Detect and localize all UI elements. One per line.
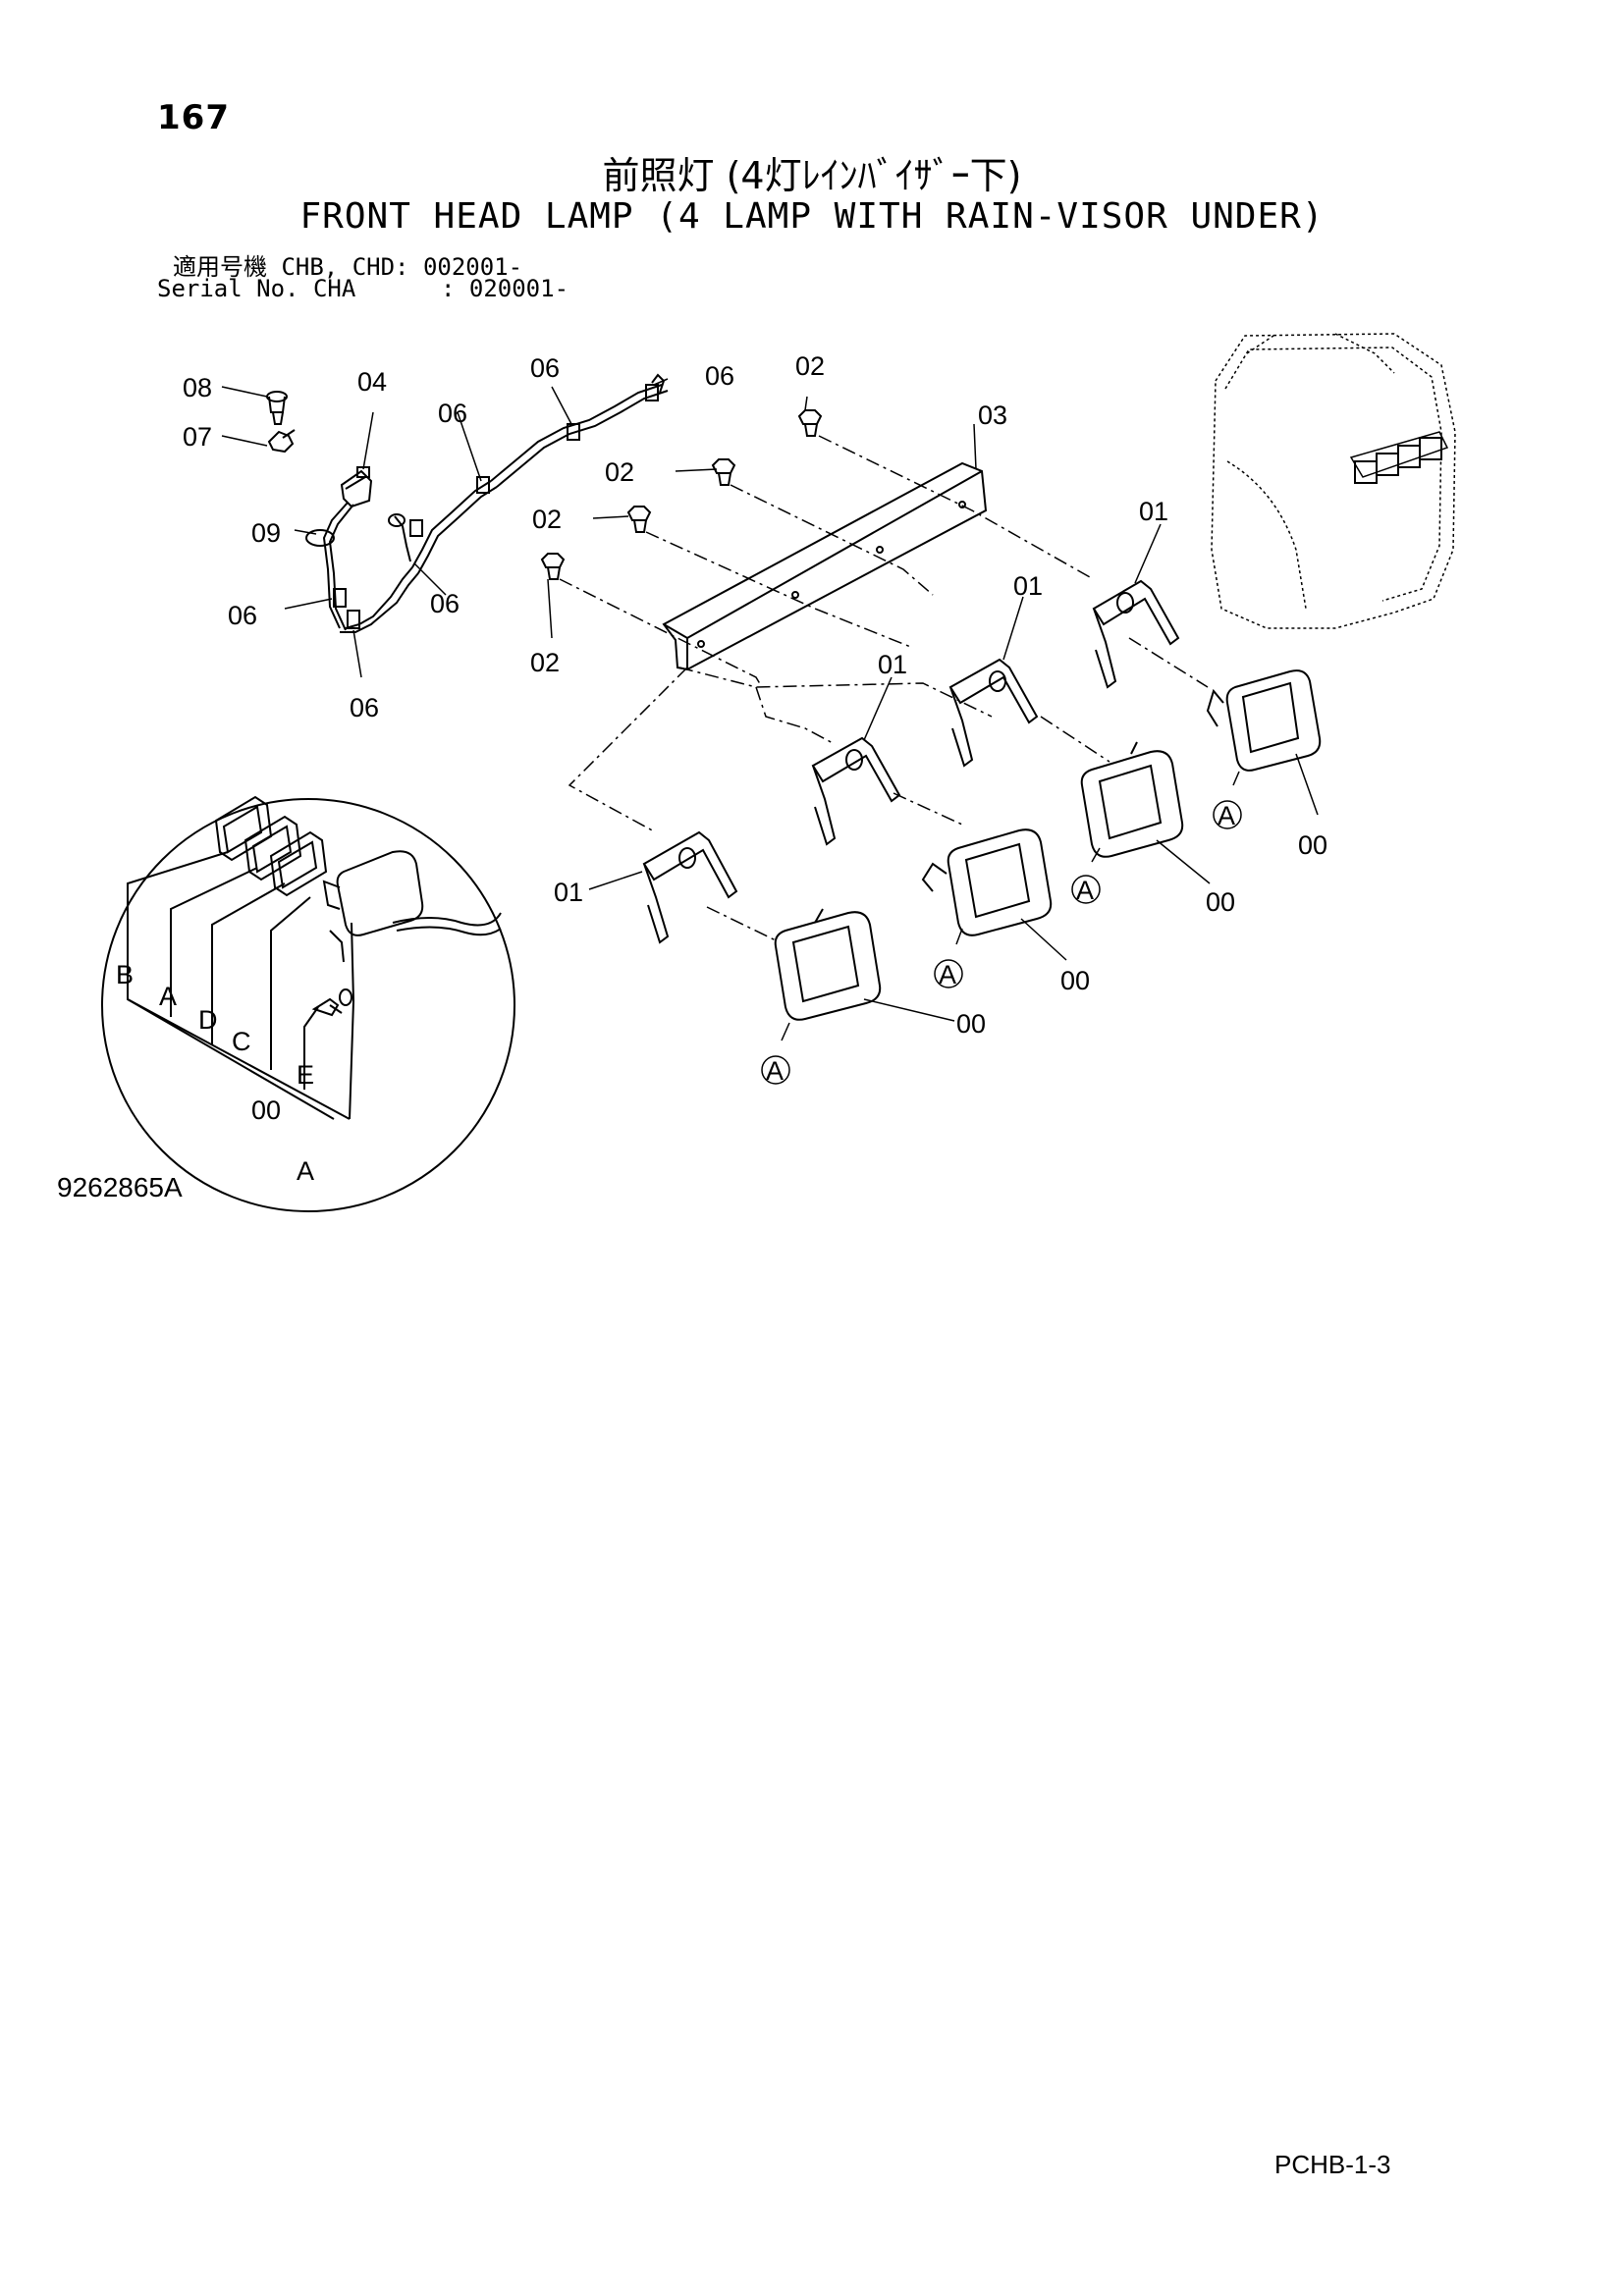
callout-06-mid: 06 — [430, 589, 460, 618]
detail-label-E: E — [297, 1060, 314, 1090]
callout-leaders — [221, 378, 1319, 1022]
serial-applicability-line-2: Serial No. CHA : 020001- — [157, 275, 569, 302]
drawing-number: 9262865A — [57, 1172, 183, 1202]
marker-A-4: A — [766, 1056, 784, 1086]
callout-06-upper-left: 06 — [438, 399, 467, 428]
part-02-bolts — [540, 409, 823, 580]
marker-A-2: A — [1076, 876, 1094, 905]
callout-03: 03 — [978, 400, 1007, 430]
leader-dashed-lines — [559, 435, 1209, 941]
callout-00-mid-right: 00 — [1206, 887, 1235, 917]
callout-09: 09 — [251, 518, 281, 548]
callout-04: 04 — [357, 367, 387, 397]
callout-06-top-right: 06 — [705, 361, 734, 391]
callout-06-top: 06 — [530, 353, 560, 383]
title-english: FRONT HEAD LAMP (4 LAMP WITH RAIN-VISOR … — [299, 196, 1325, 237]
detail-label-C: C — [232, 1027, 251, 1056]
part-03-bracket-plate — [662, 461, 988, 671]
callout-00-mid-left: 00 — [1060, 966, 1090, 995]
title-japanese: 前照灯 (4灯ﾚｲﾝﾊﾞｲｻﾞｰ下) — [602, 154, 1022, 197]
marker-A-3: A — [939, 960, 956, 989]
reference-A-markers — [761, 771, 1242, 1085]
callout-02-top: 02 — [795, 351, 825, 381]
page-number: 167 — [157, 98, 230, 137]
cab-outline — [1211, 333, 1456, 629]
callout-02-lower: 02 — [530, 648, 560, 677]
detail-label-B: B — [116, 960, 134, 989]
page-code: PCHB-1-3 — [1274, 2150, 1391, 2179]
callout-07: 07 — [183, 422, 212, 452]
serial-applicability-line-1: 適用号機 CHB, CHD: 002001- — [173, 253, 523, 281]
cab-lamp-cluster — [1349, 431, 1449, 484]
callout-01-right: 01 — [1139, 497, 1168, 526]
part-01-brackets — [642, 579, 1180, 944]
callout-02-mid: 02 — [532, 505, 562, 534]
part-06-cable-ties — [333, 373, 666, 629]
detail-label-A: A — [159, 982, 177, 1011]
callout-01-left: 01 — [554, 878, 583, 907]
callout-01-mid-right: 01 — [1013, 571, 1043, 601]
part-08-bolt — [266, 391, 288, 425]
part-09-harness — [305, 384, 669, 633]
part-04-connector — [340, 466, 373, 508]
callout-06-left: 06 — [228, 601, 257, 630]
part-00-lamps — [774, 669, 1322, 1021]
callout-08: 08 — [183, 373, 212, 402]
detail-A-view — [101, 795, 515, 1212]
part-07-clip — [267, 429, 296, 454]
callout-00-left: 00 — [956, 1009, 986, 1039]
callout-02-upper: 02 — [605, 457, 634, 487]
detail-label-00: 00 — [251, 1095, 281, 1125]
callout-01-mid-left: 01 — [878, 650, 907, 679]
callout-00-right: 00 — [1298, 830, 1327, 860]
marker-A-1: A — [1218, 801, 1235, 830]
detail-label-D: D — [198, 1005, 218, 1035]
detail-view-label-A: A — [297, 1156, 314, 1186]
callout-06-bottom: 06 — [350, 693, 379, 722]
